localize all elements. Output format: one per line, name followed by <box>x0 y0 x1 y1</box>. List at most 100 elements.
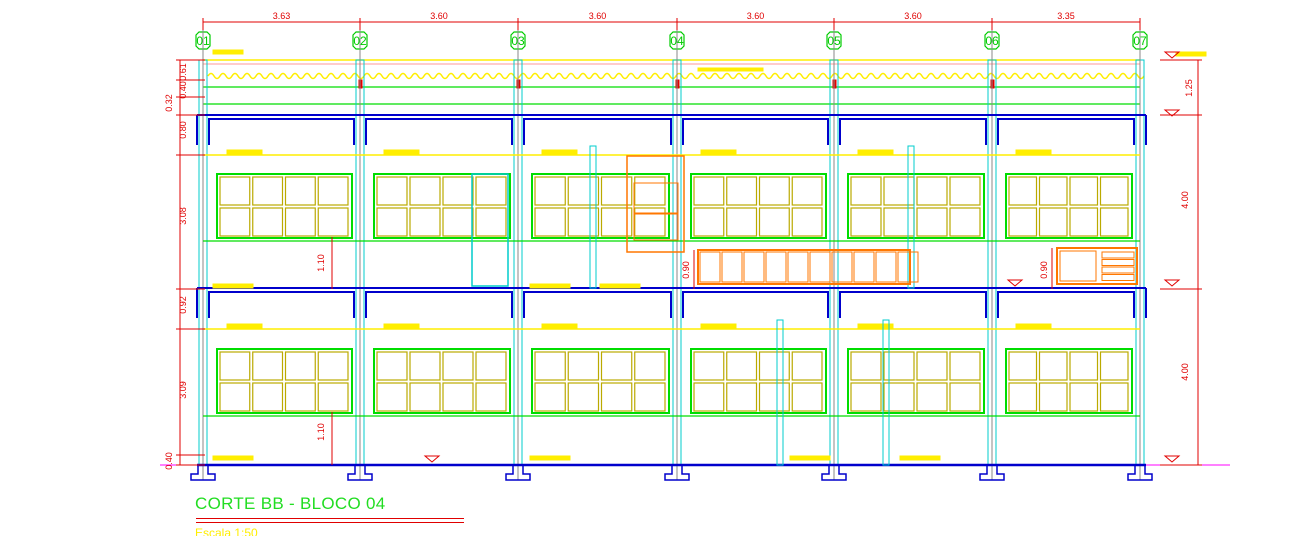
annotation-tag <box>212 455 254 461</box>
dimension-label: 0.40 <box>178 81 188 99</box>
window-frame <box>847 173 985 239</box>
dimension-label: 3.60 <box>904 11 922 21</box>
dimension-label: 3.35 <box>1057 11 1075 21</box>
window-pane <box>1069 382 1099 412</box>
annotation-tag <box>697 67 764 72</box>
dimension-label: 0.92 <box>178 296 188 314</box>
window-pane <box>219 351 251 381</box>
window-pane <box>850 176 882 206</box>
footing <box>664 466 690 481</box>
window-pane <box>600 382 633 412</box>
dimension-label: 0.40 <box>164 452 174 470</box>
annotation-tag <box>857 149 894 155</box>
footing <box>1127 466 1153 481</box>
annotation-tag <box>383 323 420 329</box>
window-pane <box>600 351 633 381</box>
dimension-label: 3.09 <box>178 381 188 399</box>
beam <box>208 291 355 318</box>
window-pane <box>317 207 349 237</box>
window-pane <box>726 382 758 412</box>
window-pane <box>949 176 981 206</box>
window-pane <box>317 176 349 206</box>
window-pane <box>219 176 251 206</box>
annotation-tag <box>226 323 263 329</box>
window-pane <box>409 382 441 412</box>
window-pane <box>726 207 758 237</box>
door <box>471 173 509 287</box>
cabinet-door <box>831 251 853 283</box>
axis-bubble <box>1132 31 1148 50</box>
window-pane <box>1069 176 1099 206</box>
window-pane <box>1038 207 1068 237</box>
dimension-label: 3.60 <box>430 11 448 21</box>
window-pane <box>219 382 251 412</box>
window-pane <box>284 382 316 412</box>
title-underline <box>196 518 464 519</box>
window-frame <box>1005 348 1133 414</box>
window-pane <box>883 351 915 381</box>
dimension-label: 0.61 <box>178 63 188 81</box>
window-pane <box>1069 351 1099 381</box>
window-pane <box>693 176 725 206</box>
dimension-label: 0.90 <box>1039 261 1049 279</box>
window-pane <box>284 176 316 206</box>
footing <box>821 466 847 481</box>
window-pane <box>409 351 441 381</box>
window-frame <box>690 173 827 239</box>
window-pane <box>758 176 790 206</box>
annotation-tag <box>700 149 737 155</box>
partition <box>882 319 890 466</box>
window-pane <box>534 176 566 206</box>
dimension-label: 0.32 <box>164 94 174 112</box>
window-pane <box>1008 207 1038 237</box>
annotation-tag <box>599 283 641 289</box>
level-marker-icon <box>1006 279 1024 287</box>
window-pane <box>1099 176 1129 206</box>
annotation-tag <box>529 455 571 461</box>
cabinet-panel <box>633 213 679 241</box>
axis-bubble <box>826 31 842 50</box>
window-pane <box>376 351 408 381</box>
window-pane <box>916 207 948 237</box>
window-pane <box>1099 207 1129 237</box>
window-pane <box>284 207 316 237</box>
cabinet-door <box>1059 250 1097 282</box>
drawing-title: CORTE BB - BLOCO 04 <box>195 494 386 513</box>
window-pane <box>883 382 915 412</box>
window-pane <box>534 207 566 237</box>
footing <box>347 466 373 481</box>
window-pane <box>949 351 981 381</box>
window-pane <box>634 207 666 237</box>
partition <box>907 145 915 289</box>
window-pane <box>409 176 441 206</box>
window-pane <box>317 351 349 381</box>
window-pane <box>791 382 823 412</box>
window-pane <box>317 382 349 412</box>
window-pane <box>376 207 408 237</box>
window-pane <box>758 351 790 381</box>
dimension-label: 1.10 <box>316 254 326 272</box>
window-pane <box>634 176 666 206</box>
dimension-label: 3.63 <box>273 11 291 21</box>
beam <box>682 291 829 318</box>
beam <box>365 118 513 145</box>
cabinet-door <box>853 251 875 283</box>
dimension-label: 3.08 <box>178 207 188 225</box>
axis-bubble <box>669 31 685 50</box>
window-pane <box>850 207 882 237</box>
cabinet-door <box>787 251 809 283</box>
partition <box>776 319 784 466</box>
window-pane <box>475 207 507 237</box>
annotation-tag <box>383 149 420 155</box>
axis-bubble <box>352 31 368 50</box>
dimension-label: 1.10 <box>316 423 326 441</box>
dimension-label: 3.60 <box>589 11 607 21</box>
annotation-tag <box>541 149 578 155</box>
cabinet-panel <box>633 182 679 214</box>
window-pane <box>726 176 758 206</box>
window-pane <box>949 382 981 412</box>
window-frame <box>847 348 985 414</box>
window-frame <box>531 173 670 239</box>
annotation-tag <box>899 455 941 461</box>
